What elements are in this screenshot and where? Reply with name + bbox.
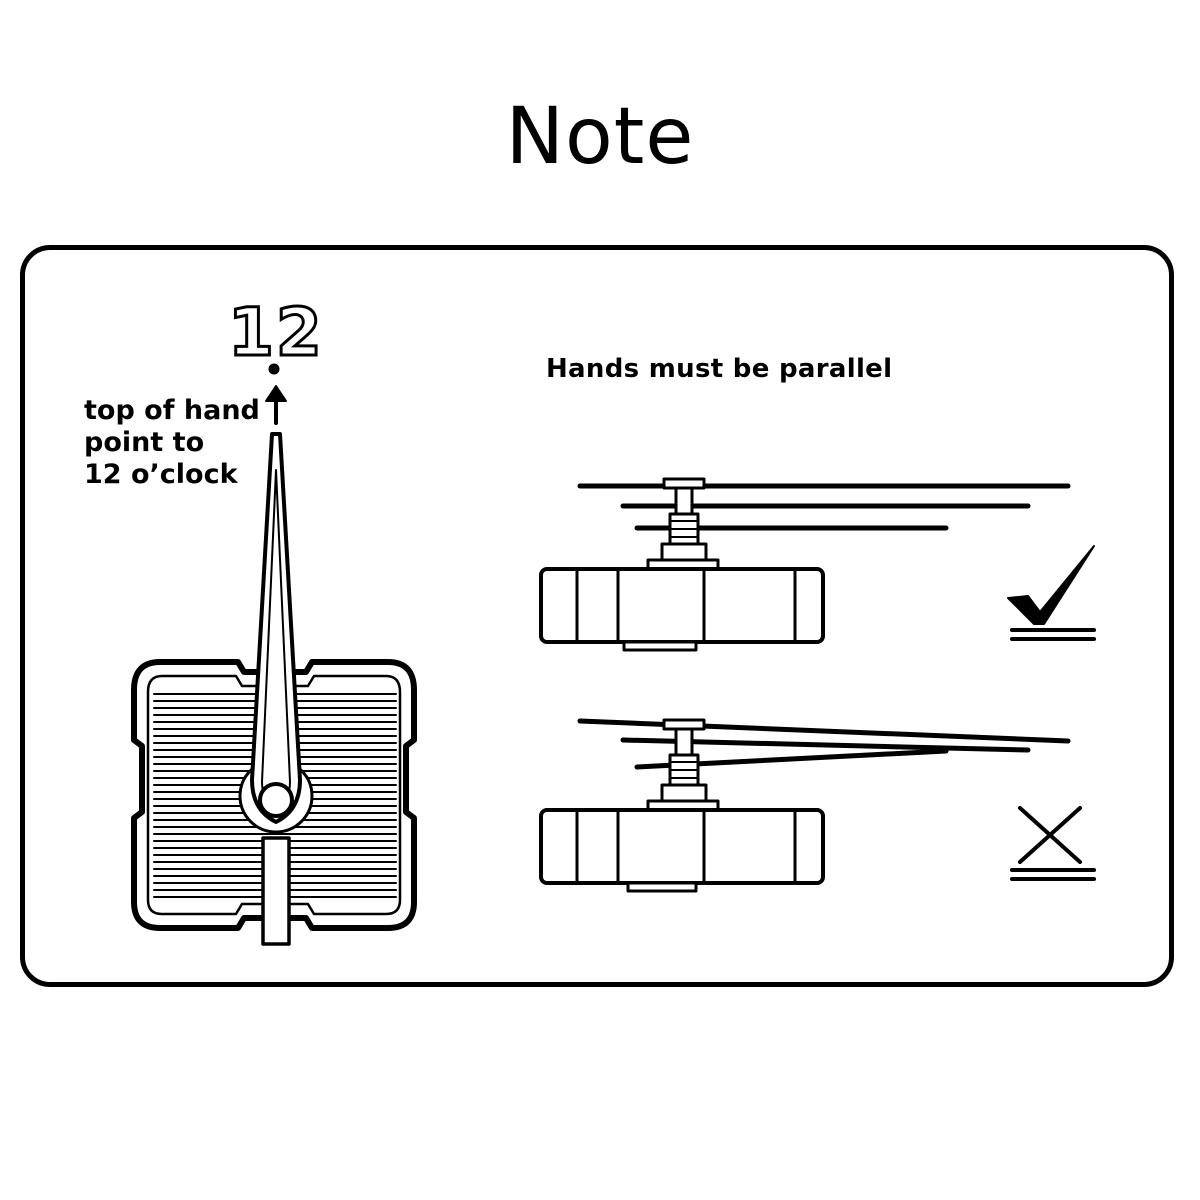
hand-instruction-line-1: top of hand	[84, 395, 260, 426]
hand-instruction-line-2: point to	[84, 427, 205, 458]
clock-hand-icon	[250, 432, 302, 946]
movement-side-incorrect-icon	[539, 718, 1071, 893]
page-title: Note	[505, 92, 695, 182]
clock-number-12: 12	[227, 294, 324, 371]
cross-icon	[1010, 806, 1096, 881]
instruction-panel	[20, 245, 1174, 987]
hand-instruction: top of hand point to 12 o’clock	[84, 395, 260, 491]
movement-side-correct-icon	[539, 477, 1071, 652]
check-icon	[1007, 545, 1096, 641]
arrow-up-icon	[265, 385, 287, 425]
parallel-heading: Hands must be parallel	[546, 354, 893, 384]
twelve-dot	[268, 363, 280, 375]
hand-instruction-line-3: 12 o’clock	[84, 459, 238, 490]
